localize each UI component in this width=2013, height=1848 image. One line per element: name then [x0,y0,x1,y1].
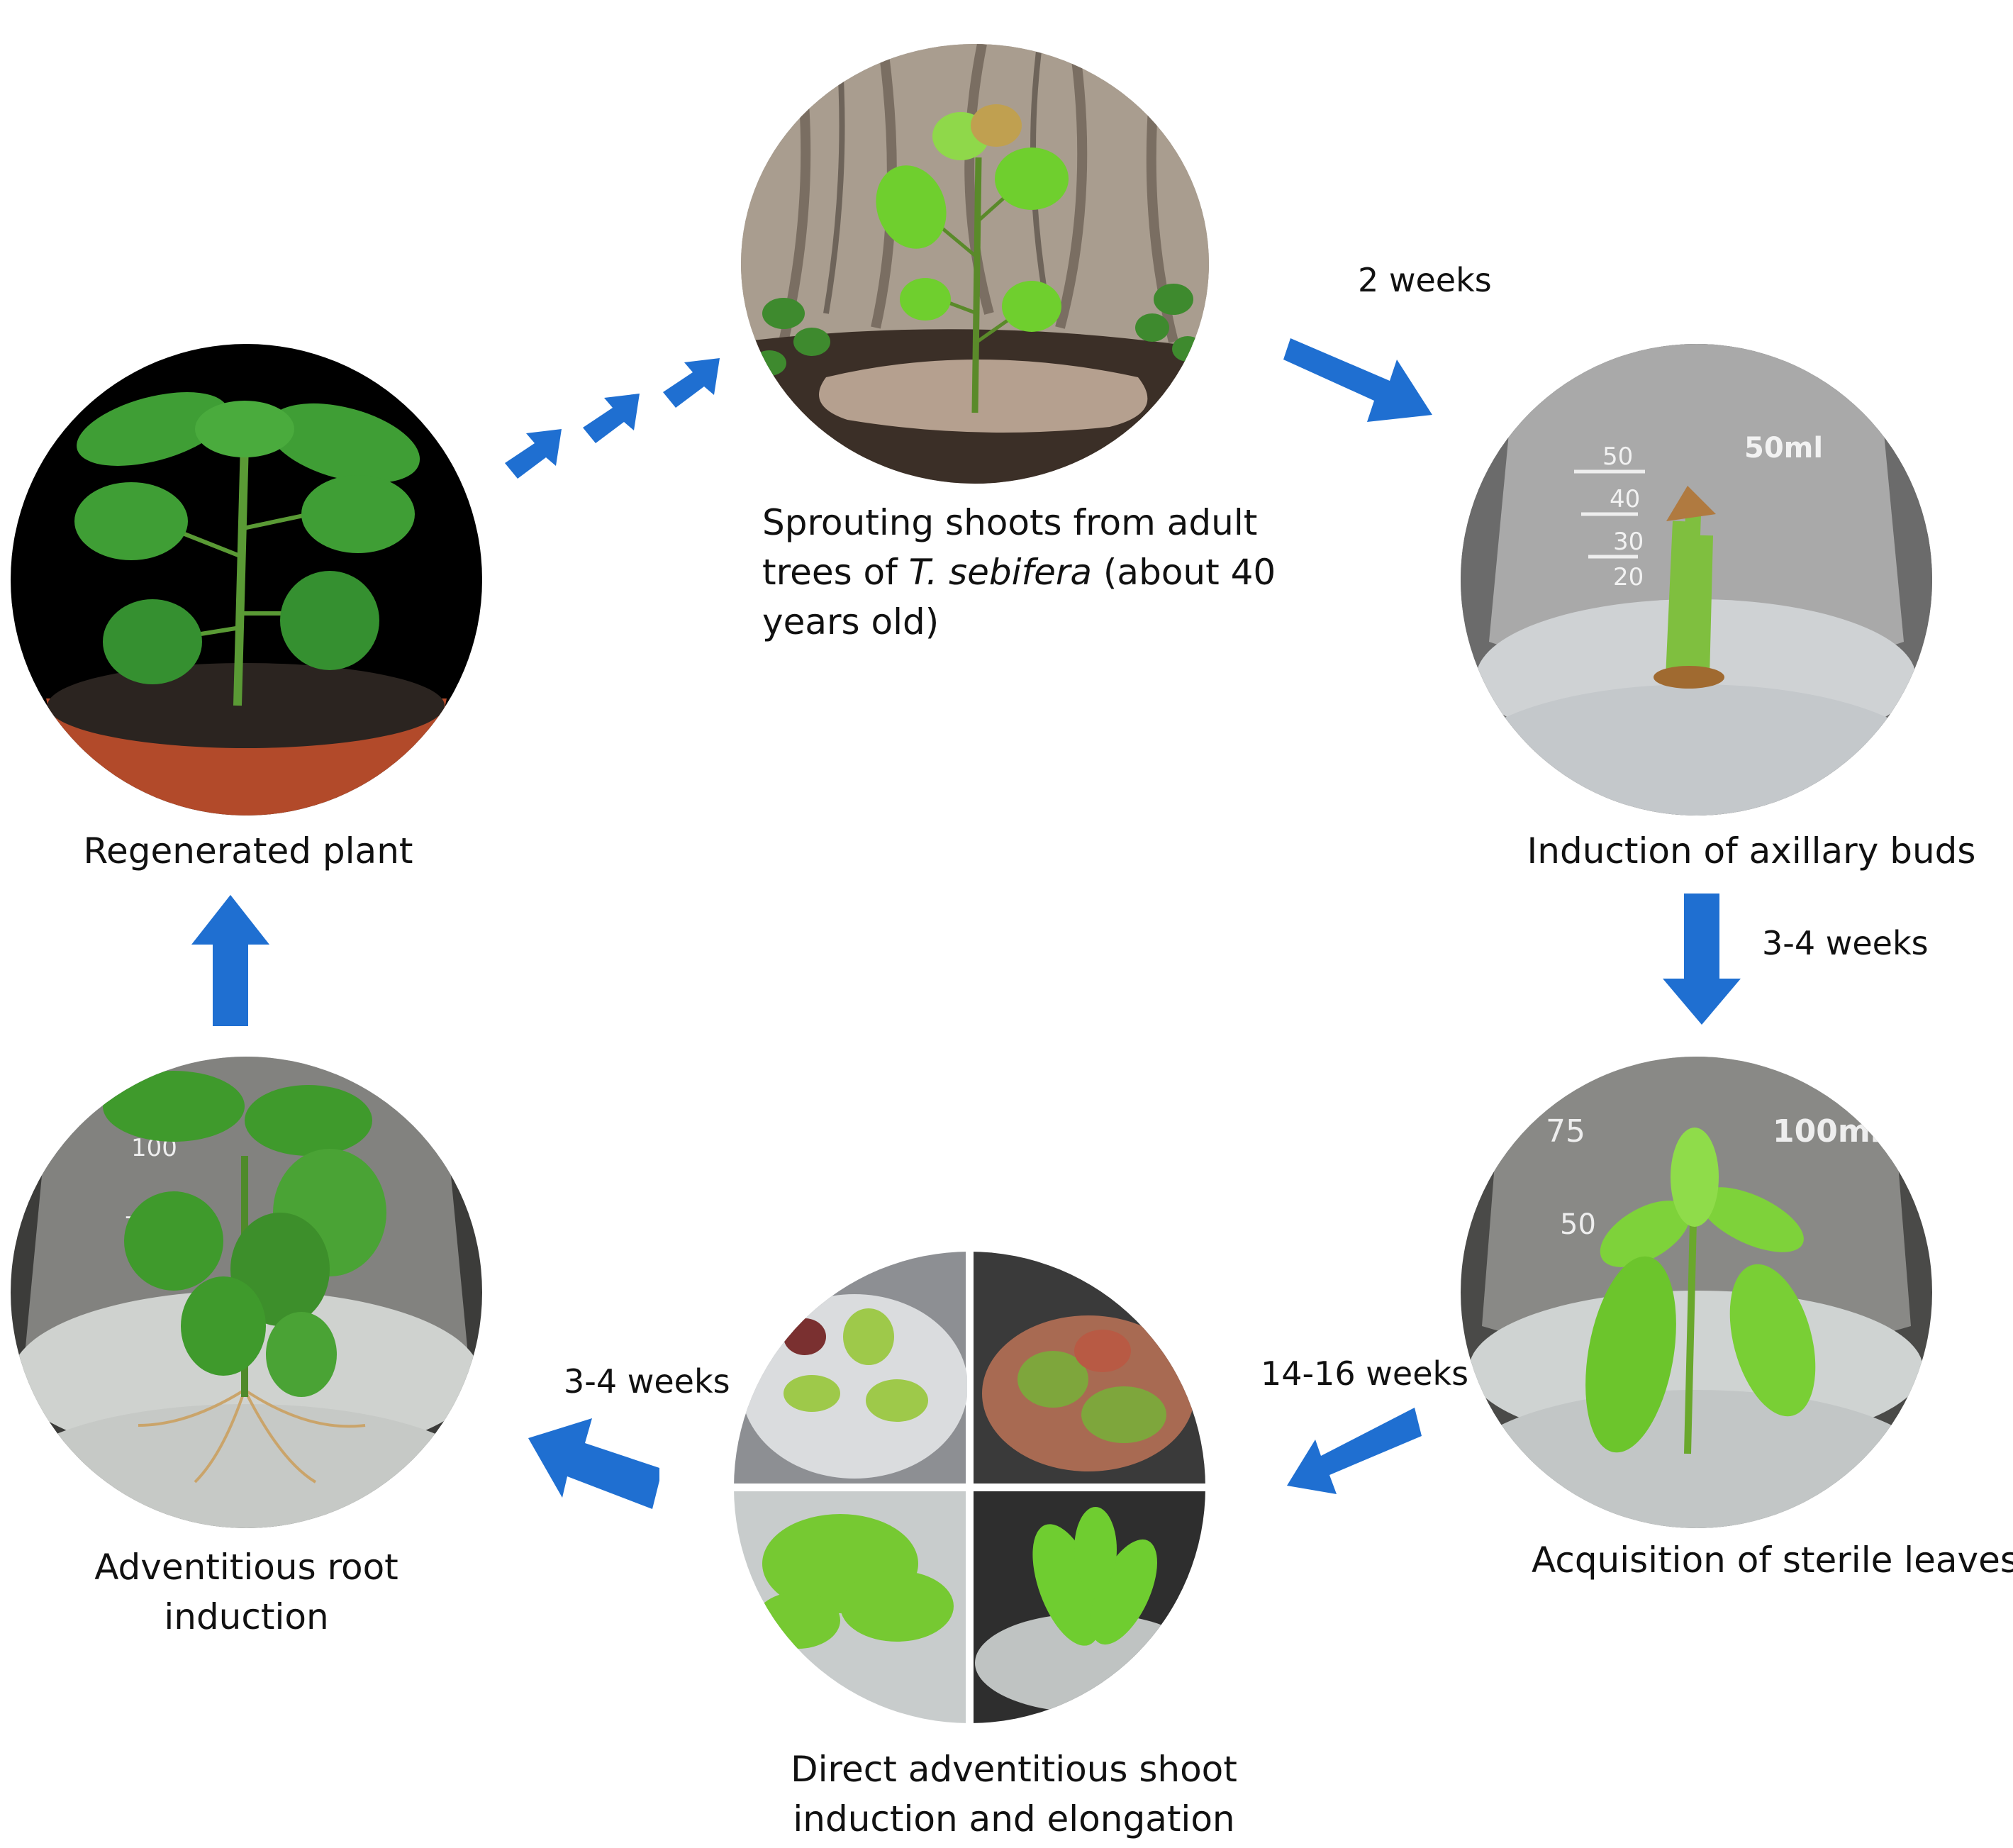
small-arrow-1-icon [505,429,566,490]
arrow-to-regenerated-icon [191,895,269,1026]
sterile-leaves-label: Acquisition of sterile leaves [1532,1540,2013,1581]
root-induction-label: Adventitious root induction [94,1547,398,1637]
sprouting-shoot-photo [741,44,1209,484]
flask-mark-20: 20 [1613,563,1644,591]
shoot-cluster-quadrant [974,1252,1205,1484]
adventitious-shoot-label: Direct adventitious shoot induction and … [791,1749,1237,1839]
dense-shoots-quadrant [734,1491,966,1723]
elongated-shoots-quadrant [974,1491,1205,1723]
arrow-to-axillary-icon [1283,316,1432,422]
flask-mark-50: 50 [1560,1208,1596,1241]
flask-mark-40: 40 [1610,485,1640,513]
small-arrow-3-icon [663,358,724,419]
regenerated-plant-photo [11,344,482,816]
petri-dish-quadrant [734,1252,968,1484]
duration-to-axillary: 2 weeks [1358,261,1492,299]
flask-mark-75: 75 [1546,1113,1585,1150]
axillary-buds-label: Induction of axillary buds [1527,830,1976,872]
sterile-leaves-photo: 75 50 100ml [1461,1057,1932,1528]
flask-volume-50ml: 50ml [1744,432,1823,464]
axillary-buds-photo: 50 40 30 20 50ml [1461,344,1932,816]
duration-to-root: 3-4 weeks [564,1362,730,1401]
flask-volume-100ml: 100ml [1773,1113,1881,1150]
arrow-to-sterile-icon [1663,894,1741,1025]
root-induction-photo: 100 75 [11,1057,482,1528]
species-name: T. sebifera [908,552,1093,593]
adventitious-shoot-photo [734,1252,1205,1723]
sprouting-shoots-label: Sprouting shoots from adult trees of T. … [762,502,1276,642]
small-arrow-2-icon [583,394,644,455]
regenerated-plant-label: Regenerated plant [83,830,413,872]
flask-mark-30: 30 [1613,528,1644,556]
flask-mark-50: 50 [1602,442,1633,471]
duration-to-shoot: 14-16 weeks [1261,1354,1469,1393]
arrow-to-shoot-icon [1287,1408,1422,1500]
duration-to-sterile: 3-4 weeks [1762,924,1929,962]
arrow-to-root-icon [528,1418,659,1510]
